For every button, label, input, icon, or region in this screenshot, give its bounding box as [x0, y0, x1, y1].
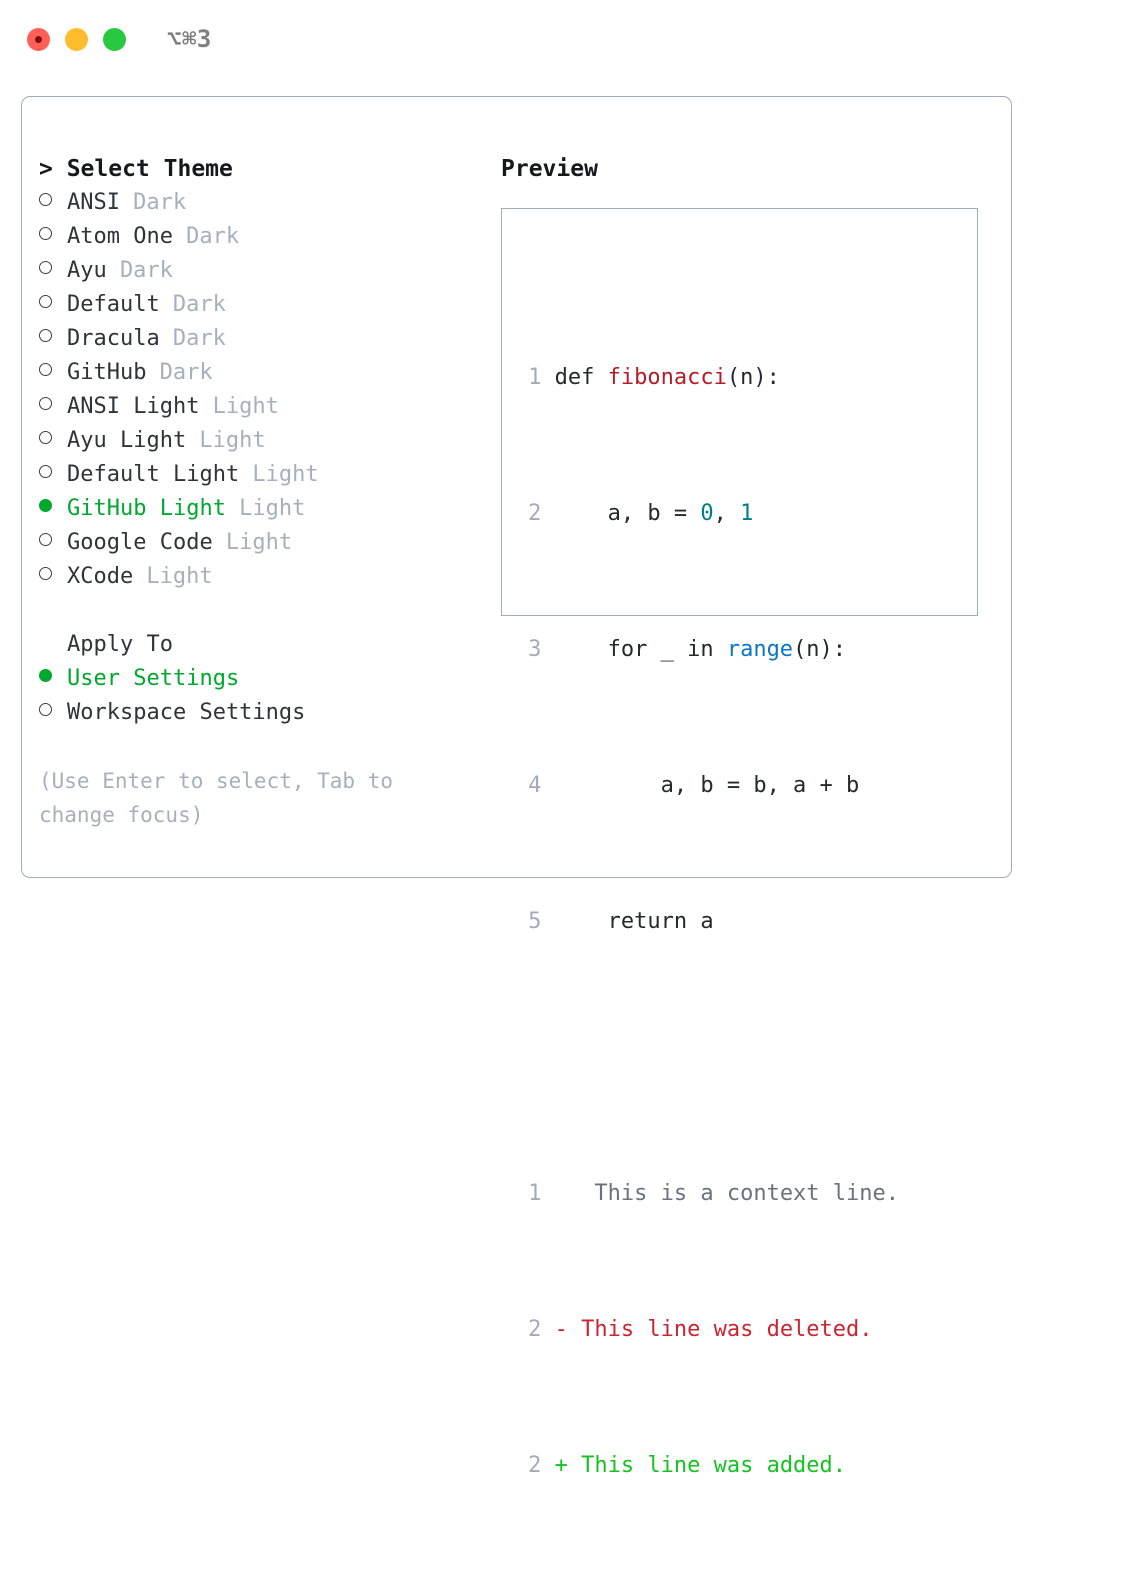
apply-to-heading: Apply To: [67, 632, 173, 657]
diff-text: This is a context line.: [567, 1181, 900, 1206]
theme-option-ayu-light[interactable]: Ayu Light Light: [39, 424, 499, 458]
code-token: a, b = b, a + b: [554, 773, 860, 798]
code-token: ,: [713, 501, 741, 526]
code-line: 3 for _ in range(n):: [515, 633, 899, 667]
code-line: 4 a, b = b, a + b: [515, 769, 899, 803]
diff-text: This line was added.: [567, 1453, 847, 1478]
theme-option-label: GitHub Light: [67, 496, 226, 521]
apply-to-option-label: User Settings: [67, 666, 240, 691]
theme-preview-box: 1 def fibonacci(n): 2 a, b = 0, 1 3 for …: [501, 208, 978, 1478]
diff-sign: [555, 1181, 568, 1206]
preview-column: Preview 1 def fibonacci(n): 2 a, b = 0, …: [501, 152, 991, 1478]
code-token: range: [726, 637, 794, 662]
code-token: 1: [740, 501, 754, 526]
theme-option-label: Default: [67, 292, 160, 317]
line-number: 1: [528, 1181, 542, 1206]
theme-option-label: Atom One: [67, 224, 173, 249]
theme-option-default-light[interactable]: Default Light Light: [39, 458, 499, 492]
code-line: 1 def fibonacci(n):: [515, 361, 899, 395]
code-token: for _ in: [554, 637, 727, 662]
theme-option-ansi[interactable]: ANSI Dark: [39, 186, 499, 220]
code-token: a, b =: [554, 501, 701, 526]
theme-option-atom-one[interactable]: Atom One Dark: [39, 220, 499, 254]
theme-option-tag: Light: [239, 496, 306, 521]
theme-option-github[interactable]: GitHub Dark: [39, 356, 499, 390]
preview-heading: Preview: [501, 156, 598, 182]
theme-option-label: ANSI Light: [67, 394, 200, 419]
apply-to-option-workspace-settings[interactable]: Workspace Settings: [39, 696, 499, 730]
theme-option-tag: Dark: [159, 360, 213, 385]
theme-option-tag: Dark: [133, 190, 187, 215]
traffic-light-group: [27, 27, 126, 51]
window-titlebar: ⌥⌘3: [0, 0, 1140, 78]
theme-option-tag: Dark: [172, 326, 226, 351]
theme-option-label: ANSI: [67, 190, 120, 215]
keyboard-hint-text: (Use Enter to select, Tab to change focu…: [39, 769, 394, 827]
code-line: 5 return a: [515, 905, 899, 939]
theme-option-tag: Dark: [186, 224, 240, 249]
line-number: 5: [528, 909, 542, 934]
diff-line-added: 2 + This line was added.: [515, 1449, 899, 1483]
theme-option-tag: Light: [252, 462, 319, 487]
diff-line-deleted: 2 - This line was deleted.: [515, 1313, 899, 1347]
code-token: (n):: [793, 637, 847, 662]
theme-option-label: Dracula: [67, 326, 160, 351]
theme-option-label: Ayu Light: [67, 428, 187, 453]
theme-option-tag: Dark: [172, 292, 226, 317]
theme-selector-panel: > Select Theme ANSI Dark Atom One Dark A…: [21, 96, 1012, 1478]
theme-option-tag: Dark: [119, 258, 173, 283]
close-window-button[interactable]: [27, 27, 50, 51]
apply-to-option-user-settings[interactable]: User Settings: [39, 662, 499, 696]
theme-option-label: Ayu: [67, 258, 107, 283]
code-token: def: [554, 365, 608, 390]
theme-option-label: Default Light: [67, 462, 240, 487]
code-token: (n):: [726, 365, 780, 390]
theme-option-label: Google Code: [67, 530, 213, 555]
code-token: return a: [554, 909, 714, 934]
theme-list-column: > Select Theme ANSI Dark Atom One Dark A…: [39, 152, 499, 832]
theme-option-github-light[interactable]: GitHub Light Light: [39, 492, 499, 526]
list-spacer: [39, 594, 499, 628]
apply-to-option-label: Workspace Settings: [67, 700, 306, 725]
line-number: 3: [528, 637, 542, 662]
theme-option-tag: Light: [212, 394, 279, 419]
line-number: 2: [528, 1317, 542, 1342]
diff-sign: -: [554, 1317, 568, 1342]
select-theme-heading: > Select Theme: [39, 156, 233, 182]
line-number: 2: [528, 1453, 542, 1478]
diff-line-context: 1 This is a context line.: [515, 1177, 899, 1211]
theme-option-google-code[interactable]: Google Code Light: [39, 526, 499, 560]
theme-option-xcode[interactable]: XCode Light: [39, 560, 499, 594]
theme-option-tag: Light: [199, 428, 266, 453]
line-number: 4: [528, 773, 542, 798]
code-blank-line: [515, 1041, 899, 1075]
theme-option-ayu[interactable]: Ayu Dark: [39, 254, 499, 288]
minimize-window-button[interactable]: [65, 27, 88, 51]
apply-to-heading-row: Apply To: [39, 628, 499, 662]
code-line: 2 a, b = 0, 1: [515, 497, 899, 531]
keyboard-shortcut-label: ⌥⌘3: [167, 25, 212, 53]
theme-option-tag: Light: [146, 564, 213, 589]
code-token: fibonacci: [607, 365, 727, 390]
theme-option-label: XCode: [67, 564, 134, 589]
zoom-window-button[interactable]: [103, 27, 126, 51]
line-number: 1: [528, 365, 542, 390]
theme-option-default[interactable]: Default Dark: [39, 288, 499, 322]
diff-sign: +: [554, 1453, 568, 1478]
theme-option-label: GitHub: [67, 360, 147, 385]
code-token: 0: [700, 501, 714, 526]
line-number: 2: [528, 501, 542, 526]
theme-option-dracula[interactable]: Dracula Dark: [39, 322, 499, 356]
preview-code-sample: 1 def fibonacci(n): 2 a, b = 0, 1 3 for …: [515, 259, 899, 1585]
theme-option-ansi-light[interactable]: ANSI Light Light: [39, 390, 499, 424]
theme-option-tag: Light: [225, 530, 293, 555]
diff-text: This line was deleted.: [567, 1317, 873, 1342]
